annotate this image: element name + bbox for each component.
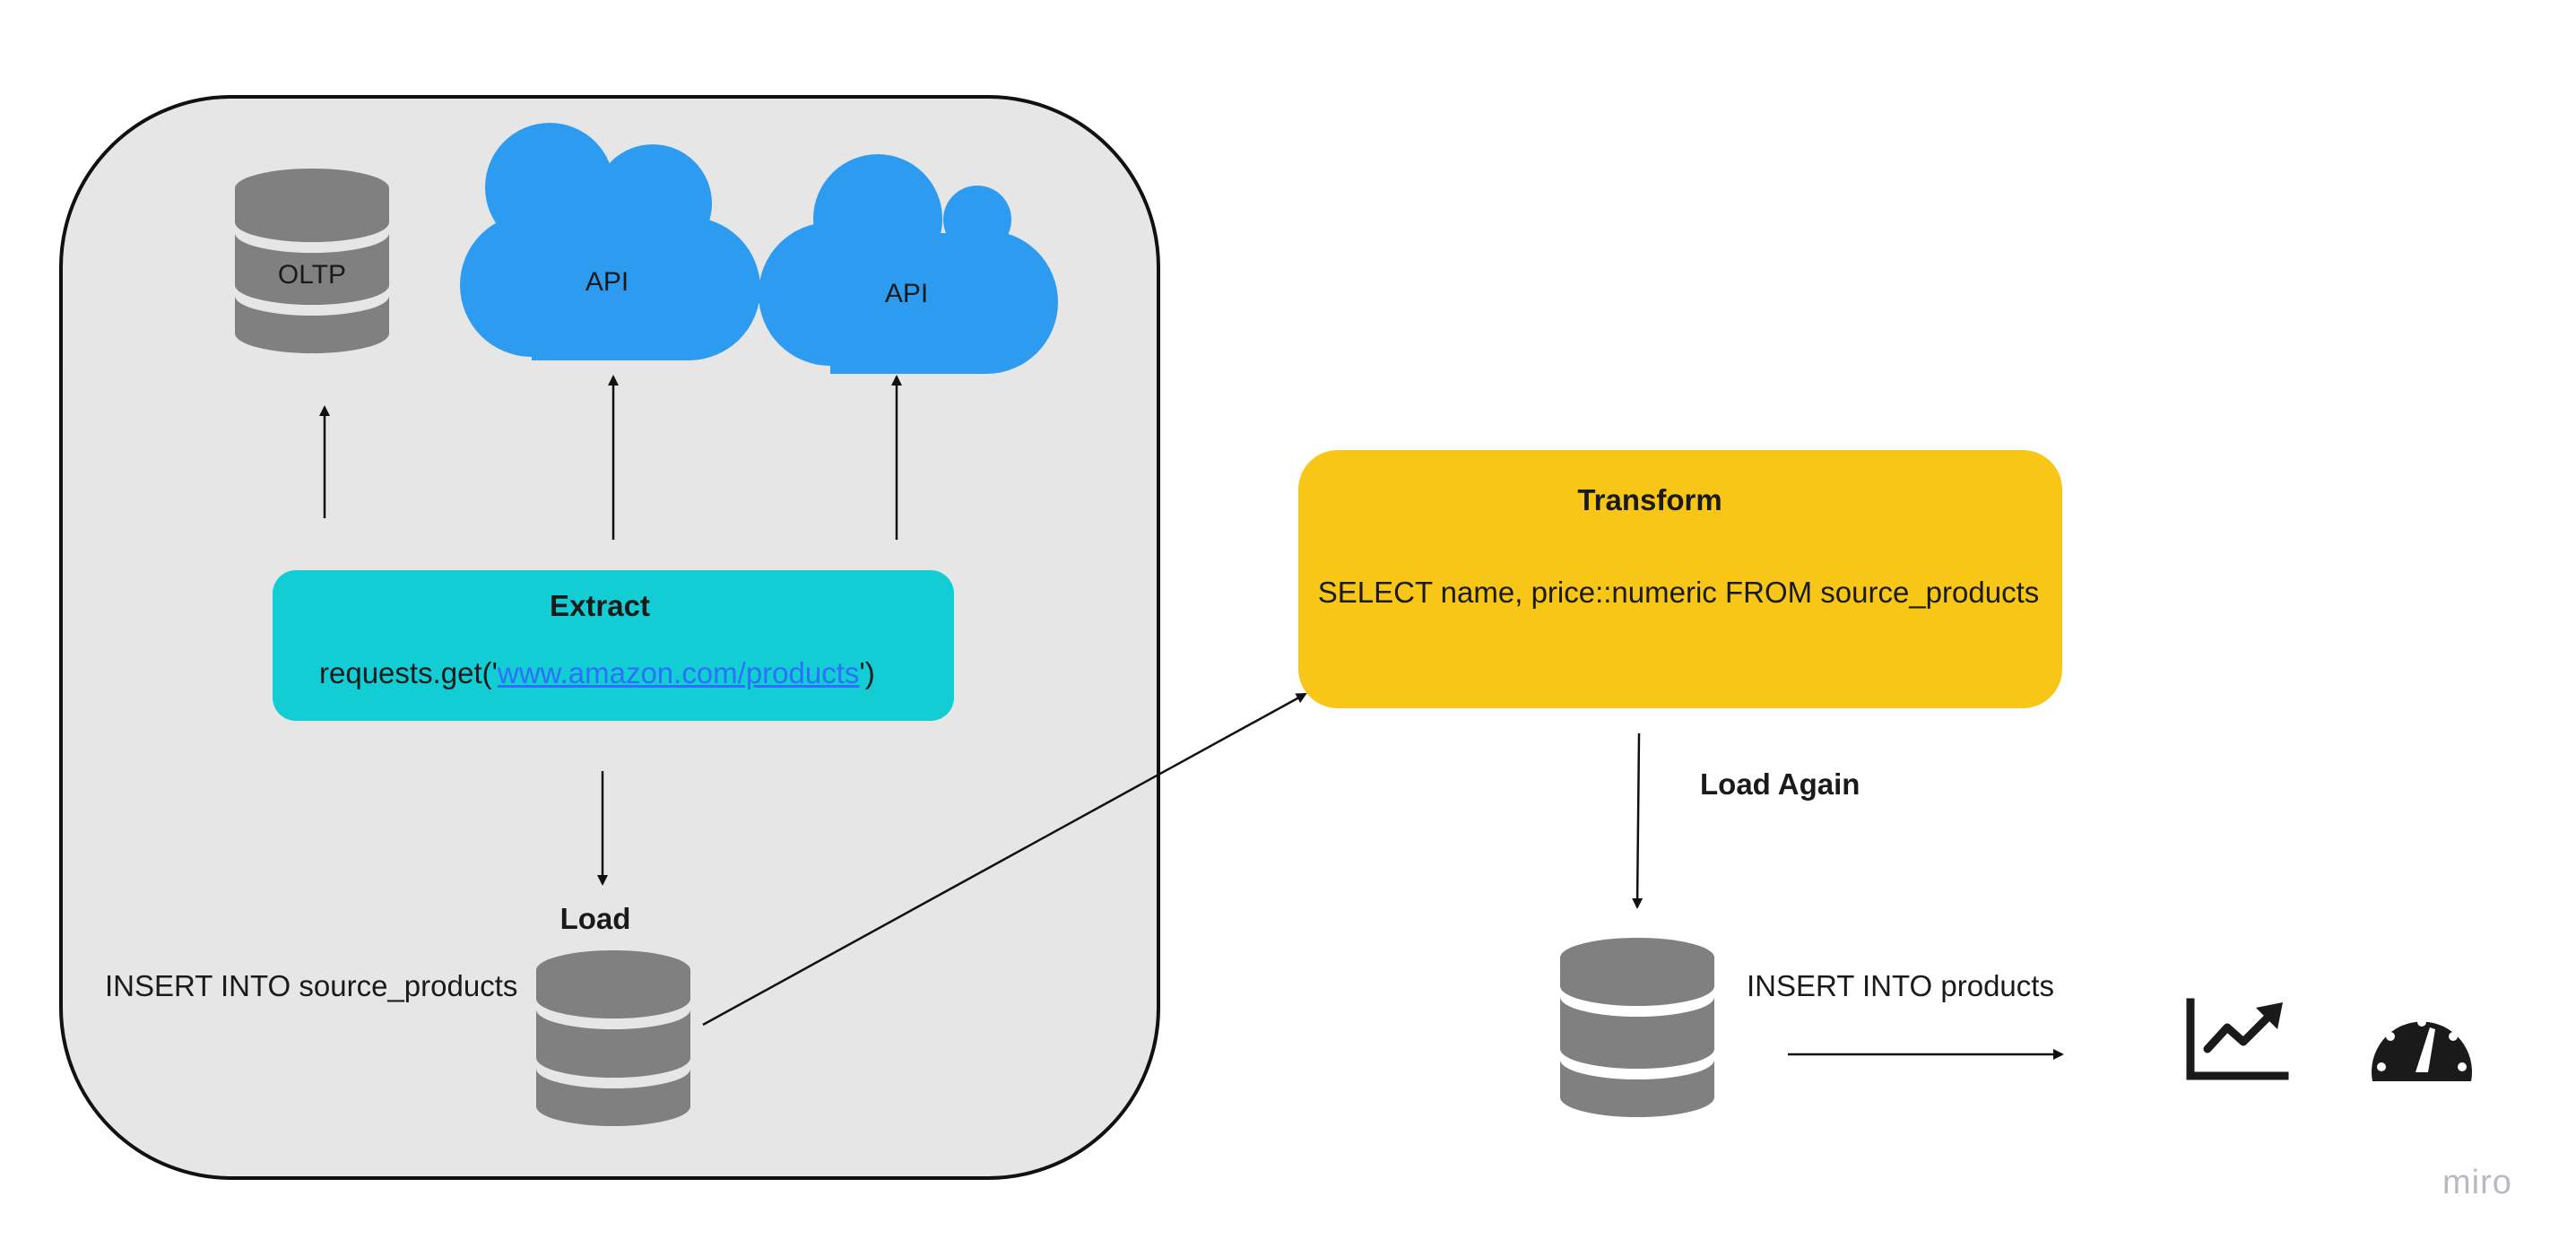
api-label-1: API [585, 267, 629, 297]
transform-title: Transform [1577, 483, 1722, 516]
extract-code: requests.get('www.amazon.com/products') [319, 658, 875, 688]
extract-box [273, 570, 954, 721]
load-title: Load [559, 902, 631, 935]
extract-title: Extract [550, 589, 650, 622]
oltp-label: OLTP [277, 260, 347, 290]
load-database-icon [536, 950, 690, 1126]
transform-box [1298, 450, 2062, 708]
api-cloud-icon-1 [460, 123, 760, 360]
load-again-statement: INSERT INTO products [1747, 969, 2054, 1002]
amazon-products-link[interactable]: www.amazon.com/products [497, 656, 860, 689]
speedometer-icon [2372, 1018, 2473, 1081]
chart-trending-up-icon [2186, 998, 2289, 1080]
extract-code-prefix: requests.get(' [319, 656, 498, 689]
transform-statement: SELECT name, price::numeric FROM source_… [1317, 576, 2040, 609]
api-cloud-icon-2 [759, 154, 1058, 374]
extract-code-suffix: ') [859, 656, 875, 689]
oltp-database-icon [235, 169, 389, 353]
api-label-2: API [884, 279, 929, 308]
arrow-load-to-transform [702, 692, 1307, 1027]
load-again-title: Load Again [1700, 767, 1860, 801]
miro-watermark: miro [2442, 1164, 2512, 1201]
arrow-transform-to-products [1632, 732, 1644, 909]
products-database-icon [1560, 938, 1714, 1117]
load-statement: INSERT INTO source_products [105, 969, 518, 1002]
